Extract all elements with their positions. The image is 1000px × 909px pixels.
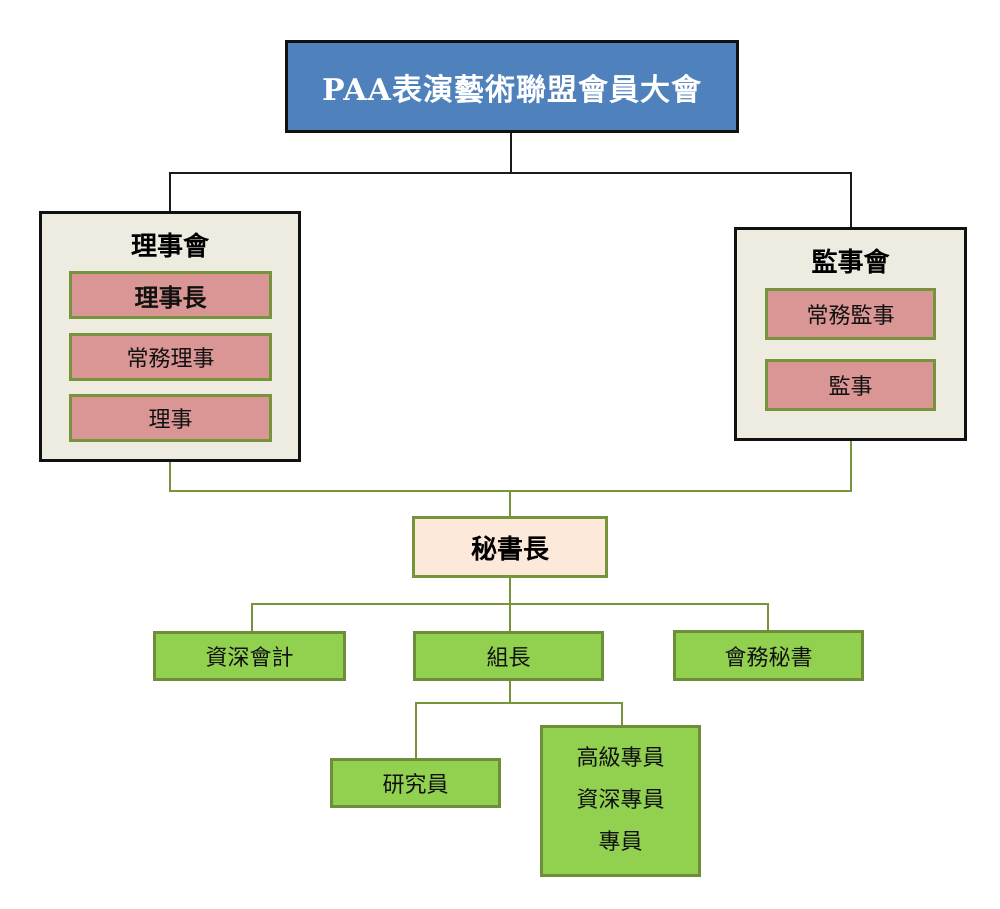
staff-label: 會務秘書 xyxy=(724,645,813,671)
role-label: 理事 xyxy=(148,408,193,433)
connector-leader-horizontal xyxy=(415,702,623,704)
staff-specialists: 高級專員 資深專員 專員 xyxy=(540,725,701,877)
connector-to-team-leader xyxy=(509,603,511,633)
staff-association-secretary: 會務秘書 xyxy=(673,630,864,681)
connector-to-researcher xyxy=(415,702,417,759)
connector-to-secretary xyxy=(509,490,511,517)
connector-supervisors-down xyxy=(850,441,852,492)
supervisors-title: 監事會 xyxy=(811,248,890,278)
general-assembly-label: PAA表演藝術聯盟會員大會 xyxy=(322,72,702,108)
connector-board-down xyxy=(169,462,171,492)
connector-to-accountant xyxy=(251,603,253,633)
role-director: 理事 xyxy=(69,394,272,442)
specialist-label-experienced: 資深專員 xyxy=(576,788,665,813)
staff-label: 組長 xyxy=(486,646,531,671)
staff-senior-accountant: 資深會計 xyxy=(153,631,346,681)
staff-team-leader: 組長 xyxy=(413,631,604,681)
staff-label: 研究員 xyxy=(382,773,449,798)
role-label: 理事長 xyxy=(134,282,207,312)
connector-to-supervisors xyxy=(850,172,852,228)
role-chairman: 理事長 xyxy=(69,271,272,319)
board-of-directors-group: 理事會 理事長 常務理事 理事 xyxy=(39,211,301,462)
connector-top-horizontal xyxy=(169,172,852,174)
secretary-general-label: 秘書長 xyxy=(470,534,549,565)
role-label: 常務監事 xyxy=(806,304,895,329)
specialist-label-specialist: 專員 xyxy=(598,830,643,855)
role-label: 常務理事 xyxy=(126,347,215,372)
general-assembly-node: PAA表演藝術聯盟會員大會 xyxy=(285,40,739,133)
role-label: 監事 xyxy=(828,375,873,400)
staff-label: 資深會計 xyxy=(205,646,294,671)
connector-top-down xyxy=(510,133,512,173)
connector-secretary-down xyxy=(509,578,511,605)
role-executive-supervisor: 常務監事 xyxy=(765,288,936,340)
specialist-label-senior: 高級專員 xyxy=(576,746,665,771)
role-supervisor: 監事 xyxy=(765,359,936,411)
staff-researcher: 研究員 xyxy=(330,758,501,808)
connector-leader-down xyxy=(509,681,511,704)
board-title: 理事會 xyxy=(130,232,209,262)
role-executive-director: 常務理事 xyxy=(69,333,272,381)
secretary-general-node: 秘書長 xyxy=(412,516,608,578)
supervisors-group: 監事會 常務監事 監事 xyxy=(734,227,967,441)
connector-to-board xyxy=(169,172,171,212)
connector-to-secretary-staff xyxy=(767,603,769,633)
connector-to-specialists xyxy=(621,702,623,727)
